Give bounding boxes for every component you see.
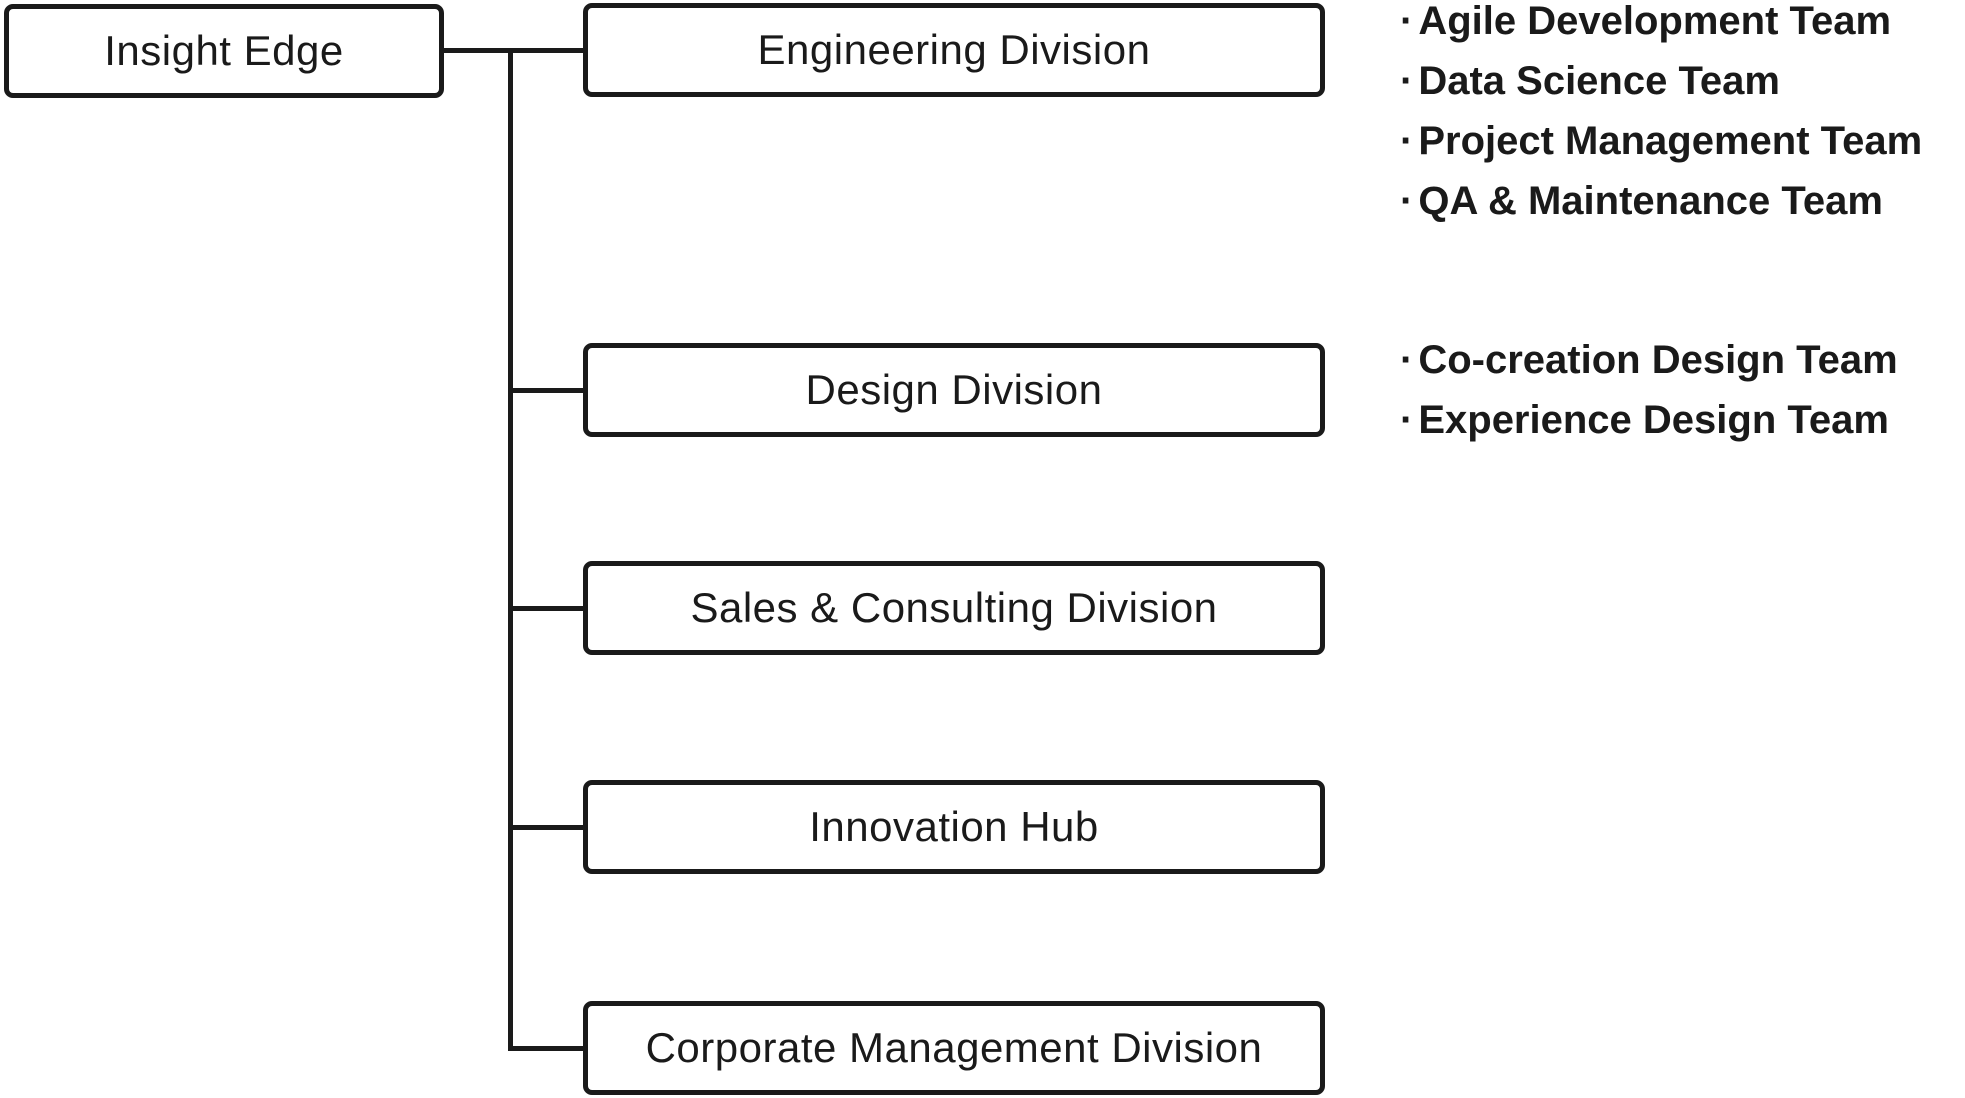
bullet-dot: · <box>1400 398 1414 442</box>
org-node-sales-consulting-division: Sales & Consulting Division <box>583 561 1325 655</box>
team-list-item: · Experience Design Team <box>1400 390 1898 450</box>
org-node-corporate-management-label: Corporate Management Division <box>645 1024 1263 1071</box>
org-node-innovation-hub: Innovation Hub <box>583 780 1325 874</box>
org-node-root: Insight Edge <box>4 4 444 98</box>
bullet-dot: · <box>1400 59 1414 103</box>
org-node-design-label: Design Division <box>805 366 1103 413</box>
team-name: Project Management Team <box>1418 119 1923 163</box>
org-node-design-division: Design Division <box>583 343 1325 437</box>
team-name: Data Science Team <box>1418 59 1780 103</box>
org-node-root-label: Insight Edge <box>104 27 344 74</box>
team-name: Experience Design Team <box>1418 398 1889 442</box>
team-name: Co-creation Design Team <box>1418 338 1898 382</box>
team-name: QA & Maintenance Team <box>1418 179 1883 223</box>
connector-branch-innovation <box>508 825 583 830</box>
connector-branch-design <box>508 388 583 393</box>
org-node-engineering-label: Engineering Division <box>757 26 1151 73</box>
engineering-team-list: · Agile Development Team · Data Science … <box>1400 0 1922 231</box>
connector-branch-sales <box>508 606 583 611</box>
team-list-item: · Data Science Team <box>1400 51 1922 111</box>
connector-branch-corporate <box>508 1046 583 1051</box>
team-list-item: · QA & Maintenance Team <box>1400 171 1922 231</box>
org-node-corporate-management-division: Corporate Management Division <box>583 1001 1325 1095</box>
team-name: Agile Development Team <box>1418 0 1892 43</box>
org-node-sales-consulting-label: Sales & Consulting Division <box>690 584 1218 631</box>
bullet-dot: · <box>1400 0 1414 43</box>
org-node-innovation-hub-label: Innovation Hub <box>809 803 1099 850</box>
team-list-item: · Agile Development Team <box>1400 0 1922 51</box>
bullet-dot: · <box>1400 338 1414 382</box>
org-node-engineering-division: Engineering Division <box>583 3 1325 97</box>
team-list-item: · Project Management Team <box>1400 111 1922 171</box>
design-team-list: · Co-creation Design Team · Experience D… <box>1400 330 1898 450</box>
connector-trunk <box>508 48 513 1051</box>
team-list-item: · Co-creation Design Team <box>1400 330 1898 390</box>
bullet-dot: · <box>1400 179 1414 223</box>
bullet-dot: · <box>1400 119 1414 163</box>
